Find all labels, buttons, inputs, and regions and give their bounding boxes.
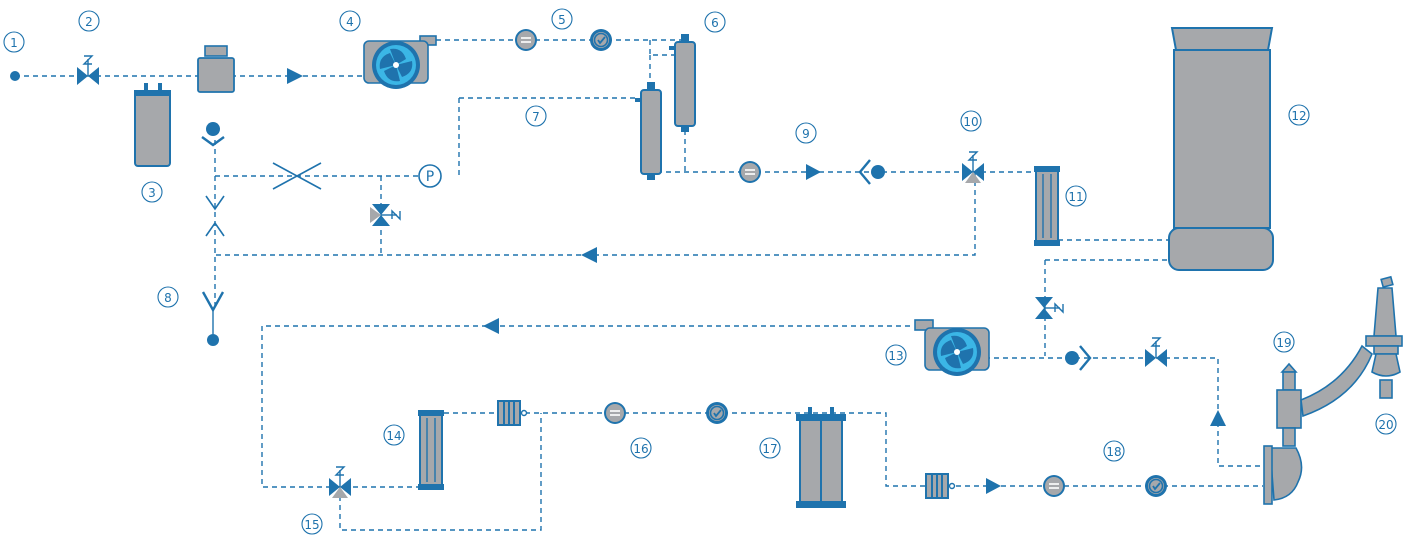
coil-heater-upper[interactable] xyxy=(496,399,528,427)
component-label-text: 13 xyxy=(888,349,903,363)
pressure-gauge: P xyxy=(418,164,442,188)
flow-arrow xyxy=(1210,410,1226,426)
check-valve-vertical[interactable] xyxy=(201,122,225,147)
monitor-16[interactable] xyxy=(705,401,729,425)
component-label-text: 15 xyxy=(304,518,319,532)
component-label-17: 17 xyxy=(759,437,781,459)
component-label-5: 5 xyxy=(551,8,573,30)
component-label-text: 19 xyxy=(1276,336,1291,350)
component-label-text: 20 xyxy=(1378,418,1393,432)
fan-13[interactable] xyxy=(914,319,990,377)
component-label-text: 4 xyxy=(346,15,354,29)
inlet-point xyxy=(10,71,20,81)
monitor-18[interactable] xyxy=(1144,474,1168,498)
component-label-11: 11 xyxy=(1065,185,1087,207)
large-tank-12[interactable] xyxy=(1168,27,1274,271)
flow-arrow xyxy=(806,164,821,180)
filter-column-6[interactable] xyxy=(669,34,696,132)
shutoff-valve-2[interactable] xyxy=(77,55,99,85)
drain-valve[interactable] xyxy=(205,195,225,237)
flowmeter-5[interactable] xyxy=(514,28,538,52)
flow-arrow xyxy=(986,478,1001,494)
valve-below-tank[interactable] xyxy=(1035,297,1064,319)
component-label-16: 16 xyxy=(630,437,652,459)
component-label-text: 3 xyxy=(148,186,156,200)
separator-19[interactable] xyxy=(1263,344,1373,505)
flowmeter-18[interactable] xyxy=(1042,474,1066,498)
check-valve-right[interactable] xyxy=(1065,345,1092,371)
pressure-gauge-label: P xyxy=(426,169,434,185)
component-label-text: 18 xyxy=(1106,445,1121,459)
fan-4[interactable] xyxy=(363,35,437,90)
component-label-18: 18 xyxy=(1103,440,1125,462)
component-label-1: 1 xyxy=(3,31,25,53)
component-label-14: 14 xyxy=(383,424,405,446)
component-label-text: 6 xyxy=(711,16,719,30)
component-label-text: 12 xyxy=(1291,109,1306,123)
column-11[interactable] xyxy=(1034,166,1060,246)
twin-tank-17[interactable] xyxy=(796,407,846,508)
filter-housing[interactable] xyxy=(197,45,235,93)
flow-arrow xyxy=(483,318,499,334)
component-label-13: 13 xyxy=(885,344,907,366)
check-valve-9[interactable] xyxy=(858,159,885,185)
component-label-20: 20 xyxy=(1375,413,1397,435)
component-label-text: 14 xyxy=(386,429,401,443)
flowmeter-16[interactable] xyxy=(603,401,627,425)
component-label-text: 9 xyxy=(802,127,810,141)
component-label-10: 10 xyxy=(960,110,982,132)
coil-heater-lower[interactable] xyxy=(924,472,956,500)
component-label-3: 3 xyxy=(141,181,163,203)
component-label-text: 17 xyxy=(762,442,777,456)
component-label-text: 5 xyxy=(558,13,566,27)
component-label-2: 2 xyxy=(78,10,100,32)
component-label-19: 19 xyxy=(1273,331,1295,353)
column-14[interactable] xyxy=(418,410,444,490)
component-label-text: 11 xyxy=(1068,190,1083,204)
flow-arrow xyxy=(581,247,597,263)
buffer-tank-3[interactable] xyxy=(134,83,171,167)
flowmeter-9[interactable] xyxy=(738,160,762,184)
flow-arrow xyxy=(287,68,303,84)
component-label-4: 4 xyxy=(339,10,361,32)
component-label-12: 12 xyxy=(1288,104,1310,126)
component-label-7: 7 xyxy=(525,105,547,127)
filter-column-7[interactable] xyxy=(635,82,662,180)
component-label-6: 6 xyxy=(704,11,726,33)
spray-nozzle-20[interactable] xyxy=(1365,275,1403,399)
component-label-text: 7 xyxy=(532,110,540,124)
monitor-5[interactable] xyxy=(589,28,613,52)
component-label-text: 10 xyxy=(963,115,978,129)
drain-8 xyxy=(201,291,225,346)
three-way-valve-15[interactable] xyxy=(329,466,351,498)
component-label-9: 9 xyxy=(795,122,817,144)
three-way-valve-left[interactable] xyxy=(370,204,401,226)
shutoff-valve-right[interactable] xyxy=(1145,337,1167,367)
component-label-text: 8 xyxy=(164,291,172,305)
component-label-15: 15 xyxy=(301,513,323,535)
orifice-restriction xyxy=(272,162,322,190)
component-label-text: 16 xyxy=(633,442,648,456)
component-label-text: 1 xyxy=(10,36,18,50)
three-way-valve-10[interactable] xyxy=(962,151,984,183)
component-label-text: 2 xyxy=(85,15,93,29)
component-label-8: 8 xyxy=(157,286,179,308)
